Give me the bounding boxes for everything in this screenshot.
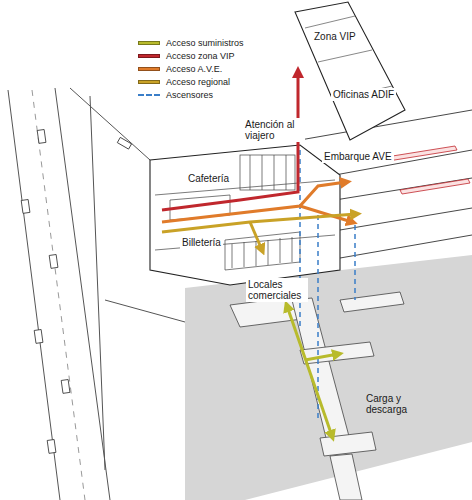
legend-entry: Acceso zona VIP (138, 49, 244, 62)
legend-entry: Acceso suministros (138, 36, 244, 49)
area-label: Cafetería (186, 172, 231, 185)
legend-swatch (138, 54, 160, 58)
area-label: Atención al viajero (243, 118, 305, 142)
legend-swatch (138, 67, 160, 71)
legend-text: Ascensores (166, 90, 213, 100)
legend-entry: Acceso A.V.E. (138, 62, 244, 75)
area-label: Zona VIP (312, 30, 358, 43)
area-label: Embarque AVE (322, 150, 394, 163)
area-label: Billetería (180, 236, 223, 249)
legend-swatch (138, 41, 160, 45)
legend-text: Acceso A.V.E. (166, 64, 222, 74)
area-label: Locales comerciales (246, 278, 308, 302)
legend-text: Acceso zona VIP (166, 51, 235, 61)
legend-entry: Acceso regional (138, 75, 244, 88)
legend-swatch (138, 80, 160, 84)
legend-text: Acceso regional (166, 77, 230, 87)
legend: Acceso suministrosAcceso zona VIP Acceso … (138, 36, 244, 101)
legend-entry: Ascensores (138, 88, 244, 101)
area-label: Carga y descarga (364, 392, 416, 416)
legend-dashed-line (138, 94, 160, 96)
area-label: Oficinas ADIF (331, 88, 396, 101)
legend-text: Acceso suministros (166, 38, 244, 48)
